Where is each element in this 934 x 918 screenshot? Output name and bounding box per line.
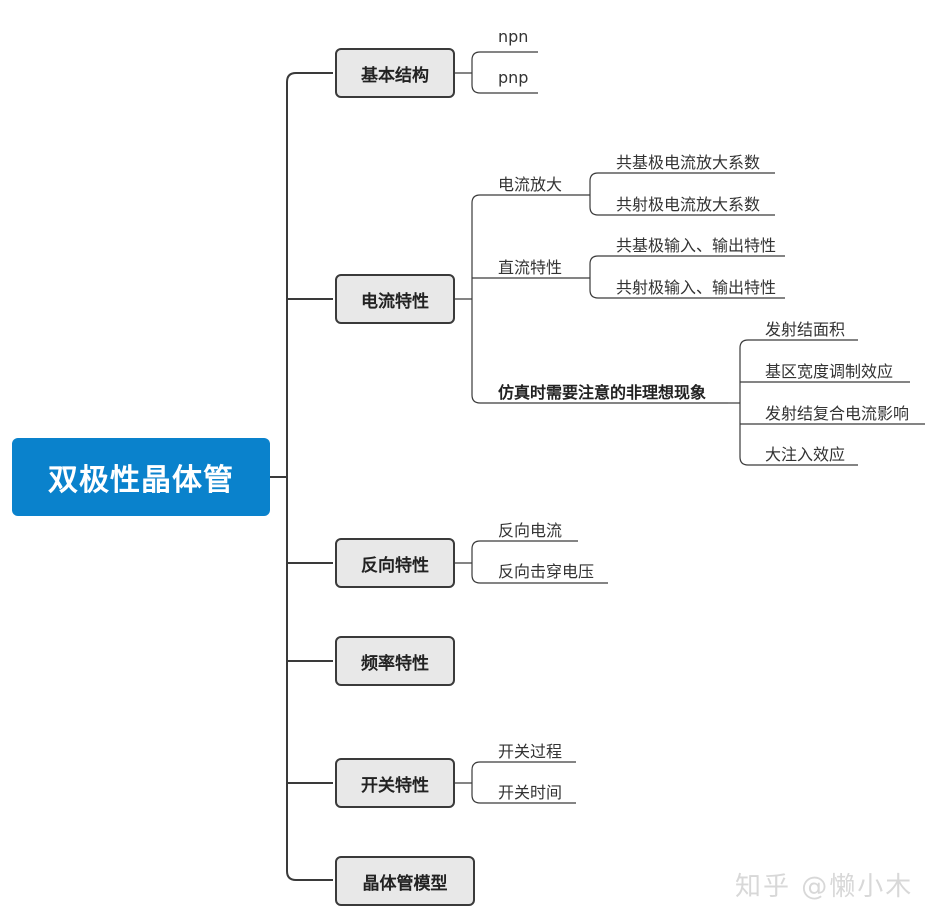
leaf-breakdown-voltage[interactable]: 反向击穿电压 (498, 562, 595, 581)
branch-frequency-characteristics[interactable]: 频率特性 (335, 636, 455, 686)
watermark: 知乎 @懒小木 (735, 872, 914, 902)
leaf-emitter-recombination[interactable]: 发射结复合电流影响 (765, 404, 910, 423)
branch-switching-characteristics[interactable]: 开关特性 (335, 758, 455, 808)
leaf-emitter-area[interactable]: 发射结面积 (765, 320, 846, 339)
node-dc-characteristics[interactable]: 直流特性 (498, 258, 563, 277)
branch-basic-structure[interactable]: 基本结构 (335, 48, 455, 98)
leaf-common-emitter-io[interactable]: 共射极输入、输出特性 (616, 278, 777, 297)
leaf-common-base-gain[interactable]: 共基极电流放大系数 (616, 153, 761, 172)
root-node[interactable]: 双极性晶体管 (12, 438, 270, 516)
branch-current-characteristics[interactable]: 电流特性 (335, 274, 455, 324)
leaf-switching-time[interactable]: 开关时间 (498, 783, 563, 802)
leaf-switching-process[interactable]: 开关过程 (498, 742, 563, 761)
leaf-high-injection[interactable]: 大注入效应 (765, 445, 846, 464)
node-non-ideal-effects[interactable]: 仿真时需要注意的非理想现象 (498, 383, 707, 402)
leaf-npn[interactable]: npn (498, 27, 529, 46)
branch-reverse-characteristics[interactable]: 反向特性 (335, 538, 455, 588)
branch-transistor-model[interactable]: 晶体管模型 (335, 856, 475, 906)
leaf-base-width-modulation[interactable]: 基区宽度调制效应 (765, 362, 894, 381)
leaf-reverse-current[interactable]: 反向电流 (498, 521, 563, 540)
node-current-amplification[interactable]: 电流放大 (498, 175, 563, 194)
leaf-pnp[interactable]: pnp (498, 68, 529, 87)
leaf-common-base-io[interactable]: 共基极输入、输出特性 (616, 236, 777, 255)
leaf-common-emitter-gain[interactable]: 共射极电流放大系数 (616, 195, 761, 214)
